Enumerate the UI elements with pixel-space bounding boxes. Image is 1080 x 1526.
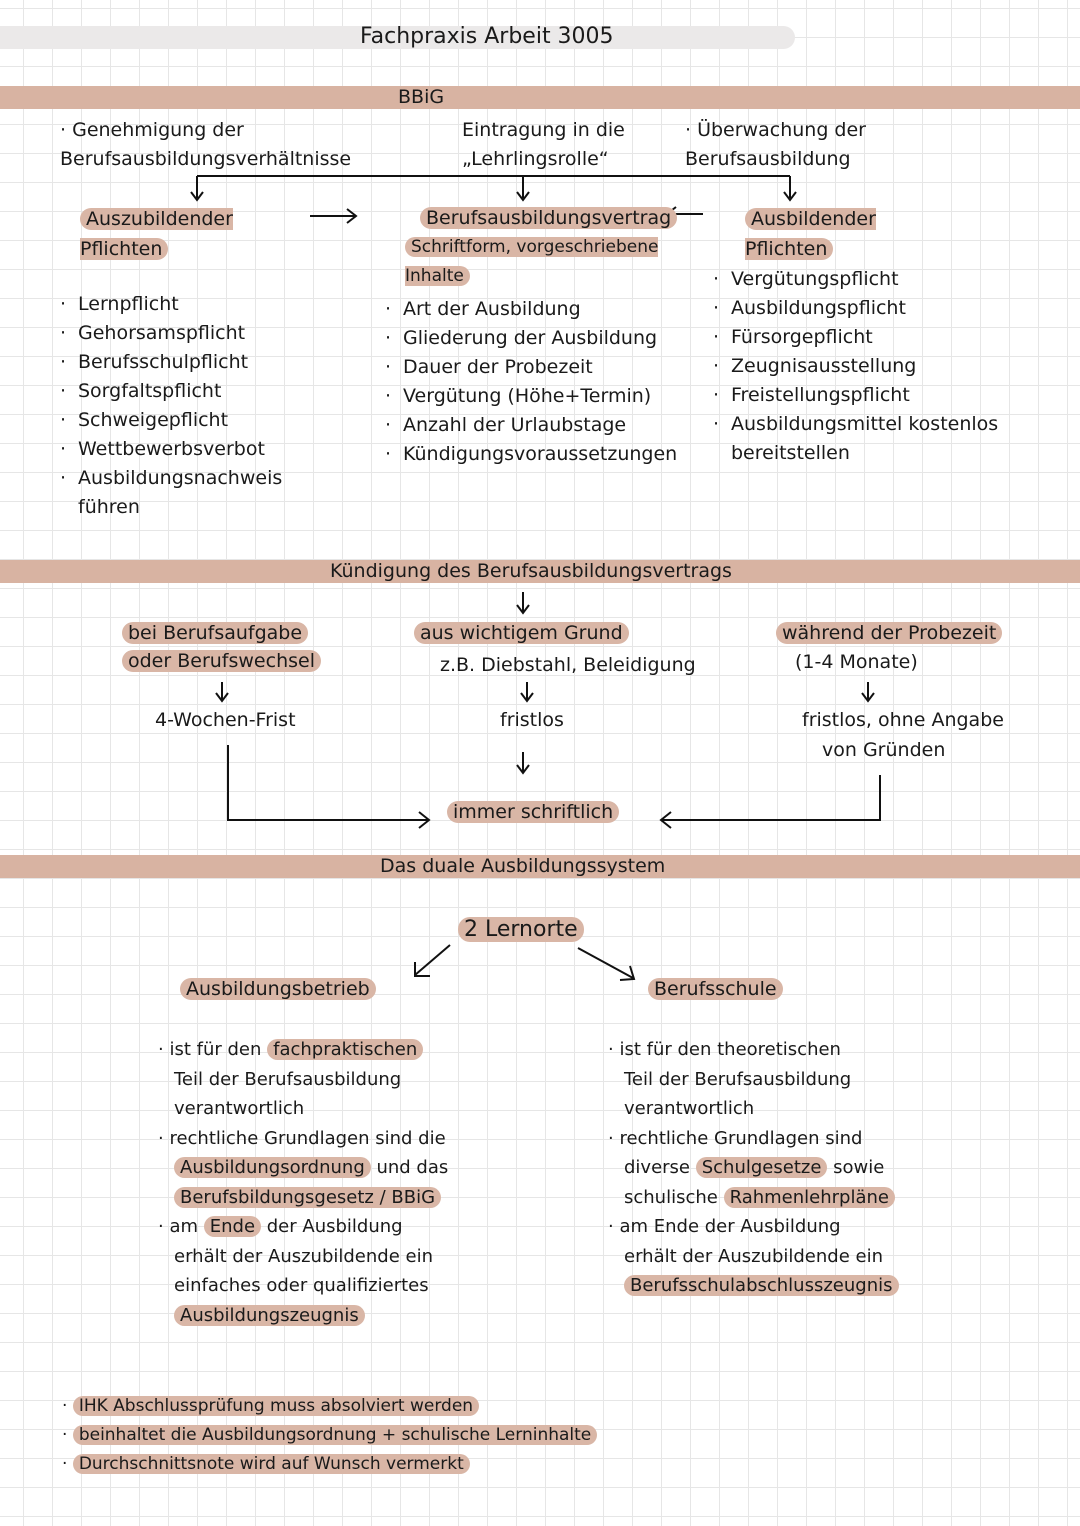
abschluss-notes: · IHK Abschlussprüfung muss absolviert w…	[62, 1392, 598, 1479]
auszubildender-pflichten-heading: Auszubildender Pflichten	[80, 208, 233, 260]
ausbildungsbetrieb-heading: Ausbildungsbetrieb	[180, 975, 376, 1004]
ausbildender-pflichten-heading: Ausbildender Pflichten	[745, 208, 876, 260]
kuendigung-result-1: 4-Wochen-Frist	[155, 709, 296, 731]
berufsschule-notes: · ist für den theoretischen Teil der Ber…	[608, 1035, 899, 1301]
list-item: Lernpflicht	[60, 290, 270, 319]
list-item: · IHK Abschlussprüfung muss absolviert w…	[62, 1392, 597, 1421]
bbig-task-2: Eintragung in die „Lehrlingsrolle“	[462, 119, 625, 170]
list-item: Gliederung der Ausbildung	[385, 324, 677, 353]
list-item: Sorgfaltspflicht	[60, 377, 270, 406]
bbig-task-3: · Überwachung der Berufsausbildung	[685, 119, 866, 170]
list-item: Ausbildungsmittel kostenlos bereitstelle…	[713, 410, 1001, 468]
list-item: Wettbewerbsverbot	[60, 435, 270, 464]
list-item: Berufsschulpflicht	[60, 348, 270, 377]
kuendigung-final: immer schriftlich	[447, 798, 620, 827]
list-item: · beinhaltet die Ausbildungsordnung + sc…	[62, 1421, 598, 1450]
kuendigung-example-2: z.B. Diebstahl, Beleidigung	[440, 654, 696, 676]
list-item: Art der Ausbildung	[385, 295, 677, 324]
auszubildender-pflichten-list: Lernpflicht Gehorsamspflicht Berufsschul…	[60, 290, 282, 522]
list-item: Vergütungspflicht	[713, 265, 1001, 294]
bbig-task-1: · Genehmigung der Berufsausbildungsverhä…	[60, 119, 352, 170]
list-item: Dauer der Probezeit	[385, 353, 677, 382]
band-kuendigung: Kündigung des Berufsausbildungsvertrags	[0, 560, 1080, 583]
band-bbig: BBiG	[0, 86, 1080, 109]
kuendigung-case-3: während der Probezeit	[776, 619, 1003, 648]
ausbildungsbetrieb-notes: · ist für den fachpraktischen Teil der B…	[158, 1039, 449, 1326]
list-item: Ausbildungspflicht	[713, 294, 1001, 323]
lernorte-label: 2 Lernorte	[458, 915, 584, 944]
title-band	[0, 26, 795, 49]
list-item: · Durchschnittsnote wird auf Wunsch verm…	[62, 1450, 597, 1479]
kuendigung-result-2: fristlos	[500, 709, 564, 731]
kuendigung-result-3: fristlos, ohne Angabe	[802, 709, 1004, 731]
list-item: Freistellungspflicht	[713, 381, 1001, 410]
kuendigung-range-3: (1-4 Monate)	[795, 651, 918, 673]
vertrag-heading: Berufsausbildungsvertrag	[420, 204, 678, 233]
list-item: Kündigungsvoraussetzungen	[385, 440, 677, 469]
ausbildender-pflichten-list: Vergütungspflicht Ausbildungspflicht Für…	[713, 265, 1001, 468]
list-item: Gehorsamspflicht	[60, 319, 270, 348]
section-heading-bbig: BBiG	[398, 86, 445, 108]
vertrag-subheading: Schriftform, vorgeschriebene Inhalte	[405, 237, 659, 286]
section-heading-dual: Das duale Ausbildungssystem	[380, 855, 666, 877]
kuendigung-case-2: aus wichtigem Grund	[414, 619, 629, 648]
section-heading-kuendigung: Kündigung des Berufsausbildungsvertrags	[330, 560, 732, 582]
band-dual: Das duale Ausbildungssystem	[0, 855, 1080, 878]
list-item: Anzahl der Urlaubstage	[385, 411, 677, 440]
list-item: Schweigepflicht	[60, 406, 270, 435]
list-item: Ausbildungsnachweis führen	[60, 464, 282, 522]
kuendigung-result-3b: von Gründen	[822, 739, 946, 761]
vertrag-inhalte-list: Art der Ausbildung Gliederung der Ausbil…	[385, 295, 677, 469]
list-item: Vergütung (Höhe+Termin)	[385, 382, 677, 411]
list-item: Zeugnisausstellung	[713, 352, 1001, 381]
berufsschule-heading: Berufsschule	[648, 975, 783, 1004]
list-item: Fürsorgepflicht	[713, 323, 1001, 352]
page-title: Fachpraxis Arbeit 3005	[360, 24, 614, 49]
